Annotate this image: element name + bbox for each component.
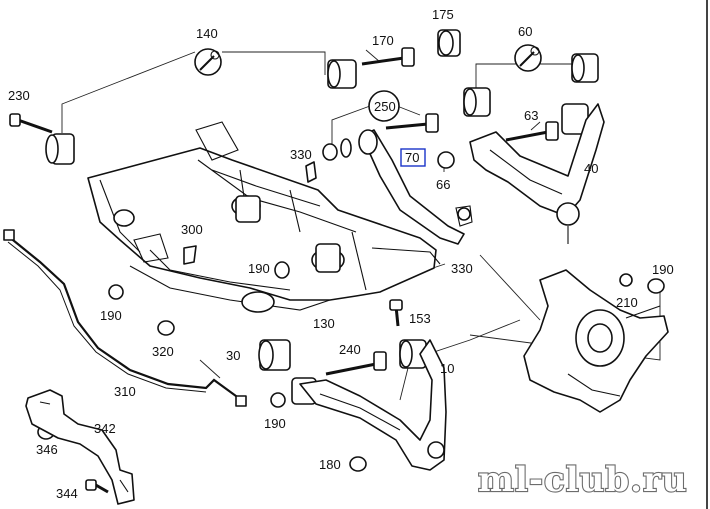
label-300: 300 xyxy=(181,222,203,237)
leader-lines xyxy=(61,49,661,401)
label-60: 60 xyxy=(518,24,532,39)
label-190-center: 190 xyxy=(248,261,270,276)
upper-links xyxy=(358,103,605,245)
wrench-badge-60 xyxy=(514,44,542,72)
label-140: 140 xyxy=(196,26,218,41)
label-180: 180 xyxy=(319,457,341,472)
wheel-carrier xyxy=(523,269,669,413)
label-344: 344 xyxy=(56,486,78,501)
highlight-box-70 xyxy=(400,148,426,167)
bolts xyxy=(9,47,559,494)
label-342: 342 xyxy=(94,421,116,436)
label-70: 70 xyxy=(405,150,419,165)
label-320: 320 xyxy=(152,344,174,359)
label-63: 63 xyxy=(524,108,538,123)
part-labels: 140 175 170 60 230 250 330 70 63 66 40 3… xyxy=(8,7,674,501)
label-330-upper: 330 xyxy=(290,147,312,162)
label-30: 30 xyxy=(226,348,240,363)
label-230: 230 xyxy=(8,88,30,103)
label-240: 240 xyxy=(339,342,361,357)
label-153: 153 xyxy=(409,311,431,326)
label-10: 10 xyxy=(440,361,454,376)
label-190-left: 190 xyxy=(100,308,122,323)
bracket-342 xyxy=(25,389,135,505)
label-310: 310 xyxy=(114,384,136,399)
stabilizer-bar-310 xyxy=(3,229,247,407)
label-190-right: 190 xyxy=(652,262,674,277)
label-175: 175 xyxy=(432,7,454,22)
label-40: 40 xyxy=(584,161,598,176)
bushings xyxy=(45,29,599,405)
label-346: 346 xyxy=(36,442,58,457)
watermark: ml-club.ru xyxy=(478,460,688,500)
wrench-badge-140 xyxy=(194,48,222,76)
label-170: 170 xyxy=(372,33,394,48)
label-66: 66 xyxy=(436,177,450,192)
label-130: 130 xyxy=(313,316,335,331)
label-330-lower: 330 xyxy=(451,261,473,276)
label-210: 210 xyxy=(616,295,638,310)
lower-arm-10 xyxy=(299,339,447,471)
nuts xyxy=(37,138,665,472)
label-190-lower: 190 xyxy=(264,416,286,431)
circle-badge-250 xyxy=(368,90,400,122)
label-250: 250 xyxy=(374,99,396,114)
